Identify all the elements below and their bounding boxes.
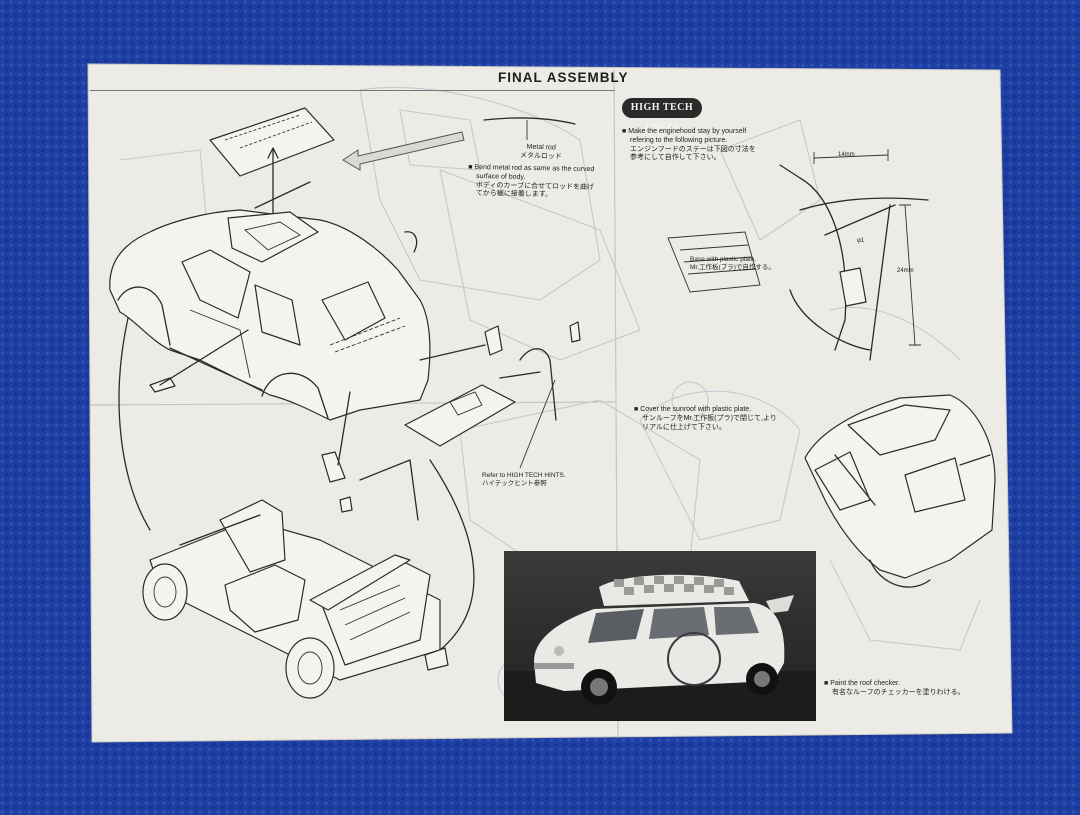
wheel-rear-left bbox=[285, 637, 335, 699]
hood-stay-hint-note: Make the enginehood stay by yourself ref… bbox=[622, 128, 756, 163]
sunroof-opening bbox=[227, 211, 319, 263]
hint-jp-2: 参考にして自作して下さい。 bbox=[630, 154, 721, 162]
checker-jp: 有名なルーフのチェッカーを塗りわける。 bbox=[832, 688, 965, 696]
roof-checker-note: Paint the roof checker. 有名なルーフのチェッカーを塗りわ… bbox=[824, 680, 965, 698]
refer-hints-note: Refer to HIGH TECH HINTS. ハイテックヒント参照 bbox=[482, 472, 566, 488]
engine-hood-part bbox=[404, 384, 516, 447]
car-body-drawing bbox=[109, 107, 581, 651]
sunroof-en: Cover the sunroof with plastic plate. bbox=[634, 406, 777, 415]
hint-en-2: refering to the following picture. bbox=[630, 136, 728, 144]
hood-stay-diagram bbox=[667, 149, 929, 361]
direction-arrow bbox=[342, 131, 465, 171]
base-en: Base with plastic plate. bbox=[690, 256, 757, 263]
sunroof-note: Cover the sunroof with plastic plate. サン… bbox=[634, 406, 777, 432]
dim-diameter: φ1 bbox=[857, 238, 865, 244]
sunroof-cover bbox=[847, 404, 951, 456]
seat-part bbox=[224, 564, 306, 633]
metal-rod-jp: メタルロッド bbox=[519, 152, 562, 161]
base-jp: Mr.工作板(プラ)で自作する。 bbox=[690, 264, 775, 272]
high-tech-hints-badge: HIGH TECH HINTS bbox=[622, 98, 702, 133]
metal-rod-label: Metal rod メタルロッド bbox=[520, 143, 563, 162]
wheel-front-left bbox=[142, 563, 188, 621]
hint-jp-1: エンジンフードのステーは下図の寸法を bbox=[630, 145, 756, 153]
page-title: FINAL ASSEMBLY bbox=[498, 70, 629, 85]
dim-24mm: 24mm bbox=[897, 268, 914, 274]
sunroof-jp-1: サンルーフをMr.工作板(プラ)で閉じて,より bbox=[642, 414, 777, 422]
sunroof-car-drawing bbox=[804, 394, 996, 588]
checker-en: Paint the roof checker. bbox=[824, 680, 965, 689]
photo-car-image bbox=[504, 574, 816, 721]
bend-rod-note: Bend metal rod as same as the curved sur… bbox=[468, 164, 595, 201]
title-rule bbox=[90, 90, 615, 91]
sunroof-jp-2: リアルに仕上げて下さい。 bbox=[642, 423, 726, 431]
refer-jp: ハイテックヒント参照 bbox=[482, 480, 547, 488]
finished-model-photo bbox=[504, 551, 816, 721]
dim-14mm: 14mm bbox=[838, 152, 855, 158]
chassis-drawing bbox=[142, 499, 449, 699]
hint-en-1: Make the enginehood stay by yourself bbox=[622, 128, 756, 137]
refer-en: Refer to HIGH TECH HINTS. bbox=[482, 472, 566, 479]
base-plate-note: Base with plastic plate. Mr.工作板(プラ)で自作する… bbox=[690, 256, 775, 272]
